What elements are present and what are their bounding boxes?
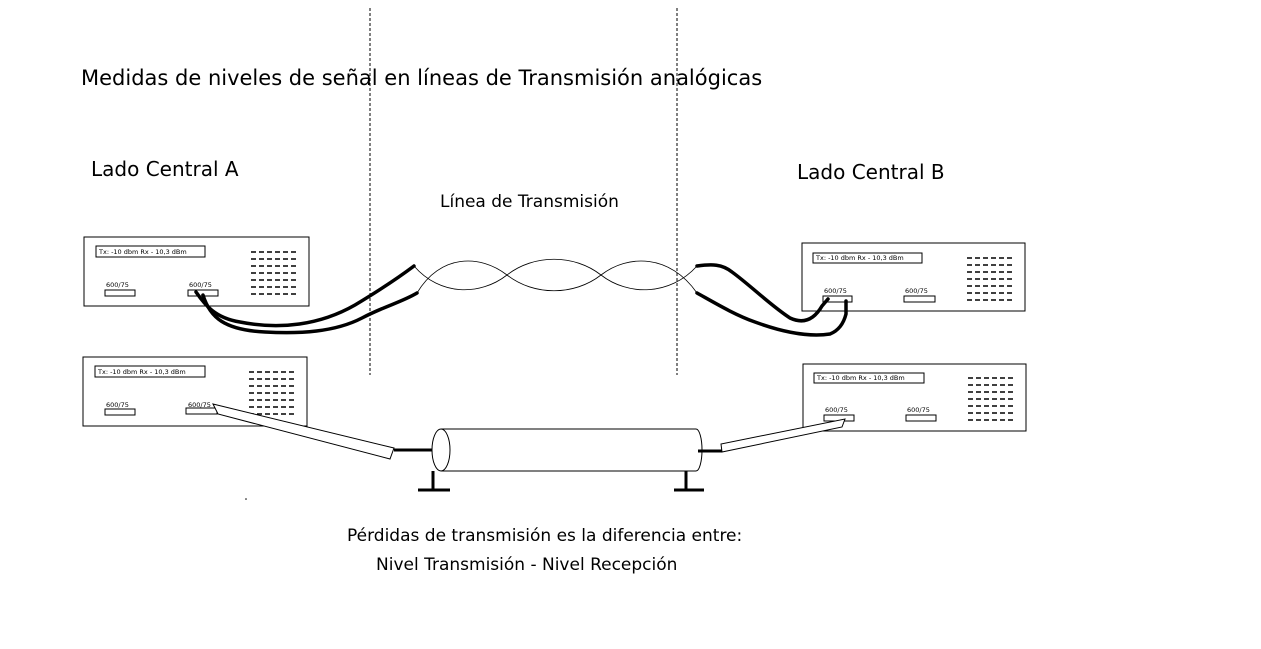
coax-sleeve-right bbox=[720, 418, 846, 453]
port-right-label: 600/75 bbox=[188, 401, 211, 409]
level-display-text: Tx: -10 dbm Rx - 10,3 dBm bbox=[816, 374, 905, 382]
level-display bbox=[95, 245, 206, 258]
port-right bbox=[905, 414, 937, 422]
port-right bbox=[185, 407, 218, 415]
equipment-a-bottom: Tx: -10 dbm Rx - 10,3 dBm 600/75 600/75 bbox=[82, 356, 308, 427]
transmission-line-label: Línea de Transmisión bbox=[440, 192, 619, 212]
level-display-text: Tx: -10 dbm Rx - 10,3 dBm bbox=[98, 248, 187, 256]
coaxial-cable bbox=[212, 403, 846, 492]
side-b-label: Lado Central B bbox=[797, 160, 945, 184]
port-left bbox=[104, 408, 136, 416]
stray-dot bbox=[245, 498, 247, 500]
level-display bbox=[812, 252, 923, 264]
level-display-text: Tx: -10 dbm Rx - 10,3 dBm bbox=[815, 254, 904, 262]
level-display bbox=[813, 372, 925, 384]
port-left bbox=[822, 295, 853, 303]
lead-b-upper bbox=[695, 263, 830, 323]
footer-line-1: Pérdidas de transmisión es la diferencia… bbox=[347, 526, 742, 546]
twisted-pair-cable bbox=[194, 258, 848, 337]
coax-sleeve-left bbox=[212, 403, 395, 460]
level-display bbox=[94, 365, 206, 378]
port-right bbox=[903, 295, 936, 303]
coax-cylinder-end bbox=[431, 428, 451, 472]
lead-a-lower bbox=[201, 291, 419, 335]
port-left-label: 600/75 bbox=[824, 287, 847, 295]
level-display-text: Tx: -10 dbm Rx - 10,3 dBm bbox=[97, 368, 186, 376]
coax-cylinder-body bbox=[441, 428, 703, 472]
side-a-label: Lado Central A bbox=[91, 157, 239, 181]
port-left-label: 600/75 bbox=[106, 401, 129, 409]
twist-strand-1 bbox=[413, 258, 698, 291]
diagram-title: Medidas de niveles de señal en líneas de… bbox=[81, 66, 762, 90]
twist-strand-2 bbox=[416, 260, 698, 294]
port-left-label: 600/75 bbox=[825, 406, 848, 414]
equipment-b-top: Tx: -10 dbm Rx - 10,3 dBm 600/75 600/75 bbox=[801, 242, 1026, 312]
footer-line-2: Nivel Transmisión - Nivel Recepción bbox=[376, 555, 677, 575]
port-right-label: 600/75 bbox=[189, 281, 212, 289]
port-right-label: 600/75 bbox=[905, 287, 928, 295]
lead-b-lower bbox=[695, 291, 848, 337]
port-left-label: 600/75 bbox=[106, 281, 129, 289]
lead-a-upper bbox=[194, 264, 416, 328]
port-right-label: 600/75 bbox=[907, 406, 930, 414]
port-left bbox=[104, 289, 136, 297]
